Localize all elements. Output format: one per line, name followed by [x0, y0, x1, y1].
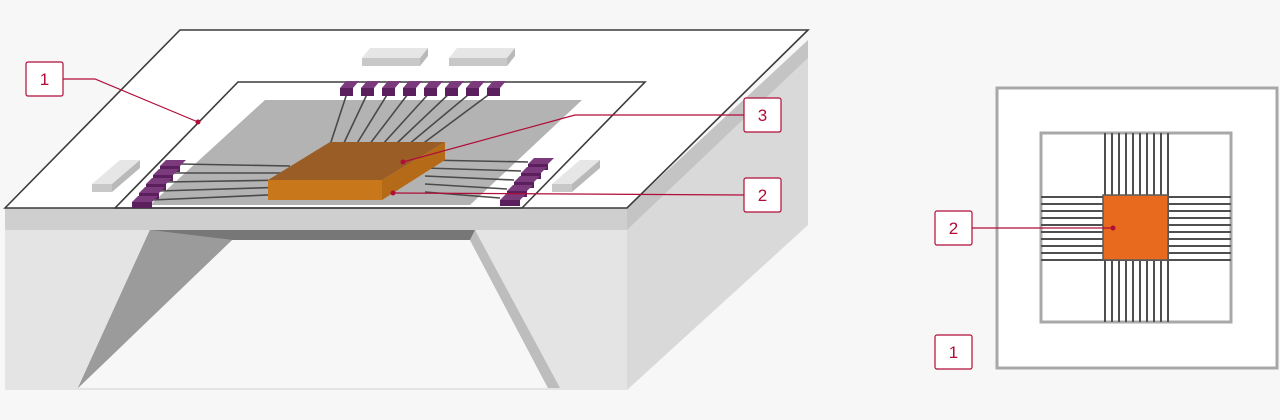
- bond-pad-side: [340, 88, 353, 96]
- membrane-front-edge: [5, 208, 627, 230]
- contact-block: [449, 48, 515, 66]
- cavity-inner-right: [470, 230, 560, 388]
- bond-pad: [445, 81, 464, 88]
- bond-pad: [146, 178, 172, 184]
- bond-pad-side: [403, 88, 416, 96]
- callout-2-label: 2: [758, 186, 767, 205]
- contact-block: [362, 48, 428, 66]
- chip-front-surface: [268, 180, 382, 200]
- membrane-right-edge: [627, 40, 808, 230]
- bond-pad: [160, 160, 186, 166]
- bond-pad-side: [487, 88, 500, 96]
- contact-blocks: [92, 48, 600, 192]
- bond-wire: [407, 89, 475, 146]
- contact-block: [92, 160, 140, 192]
- callout-1-perspective: 1: [25, 61, 201, 125]
- bond-pad: [514, 176, 540, 182]
- bond-wire: [424, 183, 508, 190]
- chip-right-surface: [382, 142, 445, 200]
- bond-wire: [368, 89, 412, 146]
- chip-top-surface: [268, 142, 445, 180]
- bond-pad: [403, 81, 422, 88]
- cavity-top-shadow: [150, 230, 475, 240]
- bond-pad: [153, 169, 179, 175]
- bond-pad: [521, 167, 547, 173]
- bond-pad-side: [445, 88, 458, 96]
- bond-wire: [179, 163, 291, 167]
- substrate-block: [5, 58, 808, 390]
- top-bond-pads: [340, 81, 506, 96]
- callout-2-top-view: 2: [934, 210, 1116, 246]
- bond-pad: [507, 185, 533, 191]
- cavity-inner-left: [78, 230, 232, 388]
- callout-1-top-label: 1: [949, 343, 958, 362]
- bond-pad: [340, 81, 359, 88]
- sensor-chip: [268, 142, 445, 200]
- bond-wire: [424, 175, 515, 181]
- substrate-right-face: [627, 58, 808, 390]
- bond-pad: [466, 81, 485, 88]
- bond-wire: [329, 89, 349, 146]
- callout-2-top-label: 2: [949, 219, 958, 238]
- bond-wire: [381, 89, 433, 146]
- callout-3-perspective: 3: [400, 97, 782, 165]
- callout-1-label: 1: [40, 70, 49, 89]
- bond-pad-side: [466, 88, 479, 96]
- bond-pad-side: [500, 200, 520, 206]
- bond-pad: [500, 194, 526, 200]
- bond-wire: [355, 89, 391, 146]
- perspective-view: 1 3 2: [3, 29, 810, 390]
- bond-pad: [139, 187, 165, 193]
- callout-1-top-view: 1: [934, 334, 973, 370]
- bond-pad-side: [424, 88, 437, 96]
- bond-pad-side: [382, 88, 395, 96]
- bond-wire: [394, 89, 454, 146]
- bond-pad: [424, 81, 443, 88]
- bond-wire: [420, 89, 496, 146]
- bond-pad-side: [361, 88, 374, 96]
- bond-pad: [487, 81, 506, 88]
- right-bond-wires: [424, 158, 554, 206]
- top-bond-wires: [329, 89, 496, 146]
- callout-2-perspective: 2: [390, 177, 782, 213]
- bond-wire: [342, 89, 370, 146]
- bond-pad-side: [132, 202, 152, 208]
- bond-wire: [151, 193, 291, 201]
- top-view: 2 1: [934, 86, 1279, 370]
- bond-pad: [382, 81, 401, 88]
- bond-wire: [424, 167, 522, 172]
- contact-block: [552, 160, 600, 192]
- bond-pad: [361, 81, 380, 88]
- membrane-layer: [5, 40, 808, 230]
- bond-pad: [132, 196, 158, 202]
- callout-3-label: 3: [758, 106, 767, 125]
- bond-pad: [528, 158, 554, 164]
- cavity-opening: [78, 240, 548, 388]
